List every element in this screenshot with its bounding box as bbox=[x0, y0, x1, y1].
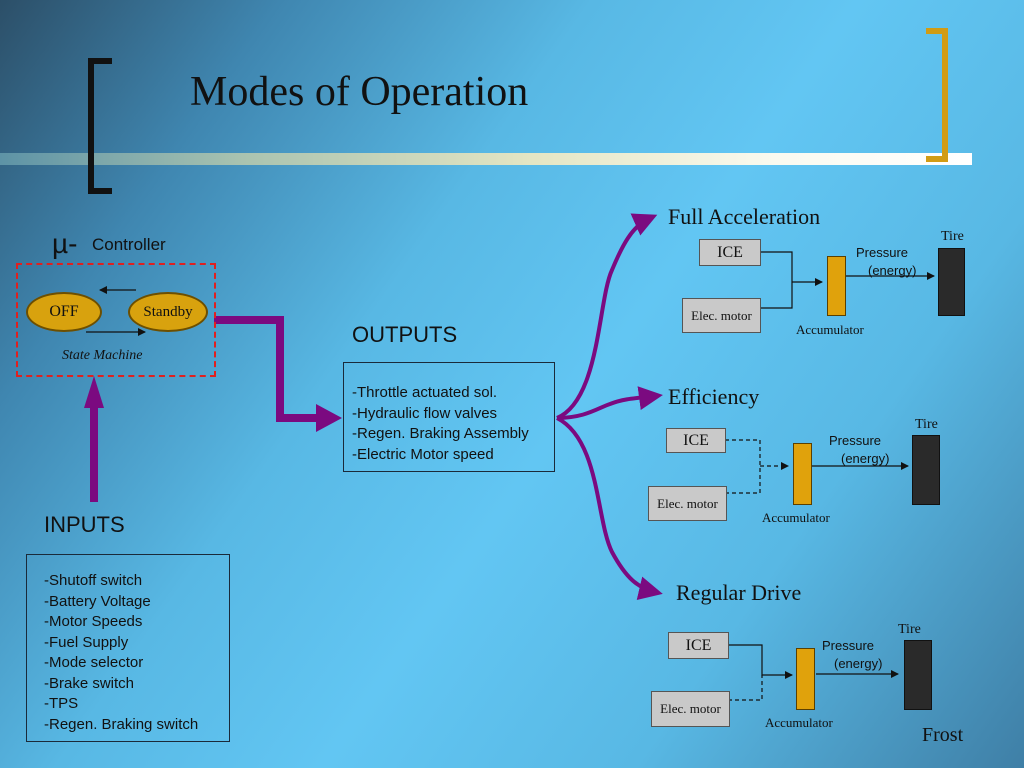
input-item: -Brake switch bbox=[44, 674, 135, 692]
mu-symbol: µ- bbox=[52, 228, 78, 259]
input-item: -Regen. Braking switch bbox=[44, 715, 199, 733]
energy-label: (energy) bbox=[841, 451, 890, 466]
title-rule bbox=[0, 153, 972, 165]
pressure-label: Pressure bbox=[856, 245, 909, 260]
full-accel-connectors bbox=[760, 251, 935, 309]
elec-motor-box: Elec. motor bbox=[648, 486, 727, 521]
regular-ice-line bbox=[728, 644, 793, 679]
tire-block bbox=[912, 435, 940, 505]
ice-box: ICE bbox=[666, 428, 726, 453]
controller-output-arrow bbox=[214, 316, 318, 422]
input-item: -TPS bbox=[44, 695, 79, 712]
inputs-box: -Shutoff switch -Battery Voltage -Motor … bbox=[26, 554, 230, 742]
input-item: -Battery Voltage bbox=[44, 592, 151, 610]
state-machine-box bbox=[16, 263, 216, 377]
tire-block bbox=[938, 248, 965, 316]
accumulator-block bbox=[796, 648, 815, 710]
mode-efficiency-title: Efficiency bbox=[668, 384, 760, 409]
author-label: Frost bbox=[922, 724, 964, 746]
tire-block bbox=[904, 640, 932, 710]
elec-motor-box: Elec. motor bbox=[682, 298, 761, 333]
energy-label: (energy) bbox=[868, 263, 917, 278]
output-item: -Hydraulic flow valves bbox=[352, 404, 498, 422]
input-arrow-head bbox=[84, 376, 104, 408]
state-machine-label: State Machine bbox=[62, 348, 143, 363]
tire-label: Tire bbox=[898, 622, 921, 637]
energy-label: (energy) bbox=[834, 656, 883, 671]
branch-efficiency bbox=[556, 386, 663, 420]
slide-title: Modes of Operation bbox=[190, 69, 529, 115]
accumulator-label: Accumulator bbox=[762, 510, 830, 525]
input-item: -Shutoff switch bbox=[44, 572, 143, 589]
outputs-heading: OUTPUTS bbox=[352, 322, 458, 347]
controller-output-arrow-head bbox=[316, 404, 342, 432]
accumulator-label: Accumulator bbox=[765, 715, 833, 730]
input-item: -Fuel Supply bbox=[44, 633, 129, 651]
outputs-box: -Throttle actuated sol. -Hydraulic flow … bbox=[343, 362, 555, 472]
branch-regular-drive bbox=[556, 416, 663, 601]
right-bracket bbox=[926, 28, 948, 162]
accumulator-block bbox=[827, 256, 846, 316]
branch-full-acceleration bbox=[556, 213, 658, 420]
state-standby-oval: Standby bbox=[128, 292, 208, 332]
regular-motor-line bbox=[728, 675, 763, 701]
accumulator-block bbox=[793, 443, 812, 505]
input-item: -Mode selector bbox=[44, 654, 144, 671]
output-item: -Throttle actuated sol. bbox=[352, 384, 498, 401]
inputs-heading: INPUTS bbox=[44, 512, 125, 537]
left-bracket bbox=[88, 58, 112, 194]
controller-label: Controller bbox=[92, 235, 166, 254]
ice-box: ICE bbox=[668, 632, 729, 659]
state-off-oval: OFF bbox=[26, 292, 102, 332]
pressure-label: Pressure bbox=[829, 433, 882, 448]
mode-full-acceleration-title: Full Acceleration bbox=[668, 204, 821, 229]
accumulator-label: Accumulator bbox=[796, 322, 864, 337]
tire-label: Tire bbox=[941, 229, 964, 244]
tire-label: Tire bbox=[915, 417, 938, 432]
output-item: -Electric Motor speed bbox=[352, 445, 494, 463]
efficiency-connectors bbox=[725, 439, 789, 494]
elec-motor-box: Elec. motor bbox=[651, 691, 730, 727]
output-item: -Regen. Braking Assembly bbox=[352, 425, 529, 442]
ice-box: ICE bbox=[699, 239, 761, 266]
input-item: -Motor Speeds bbox=[44, 613, 143, 630]
pressure-label: Pressure bbox=[822, 638, 875, 653]
mode-regular-drive-title: Regular Drive bbox=[676, 580, 802, 605]
